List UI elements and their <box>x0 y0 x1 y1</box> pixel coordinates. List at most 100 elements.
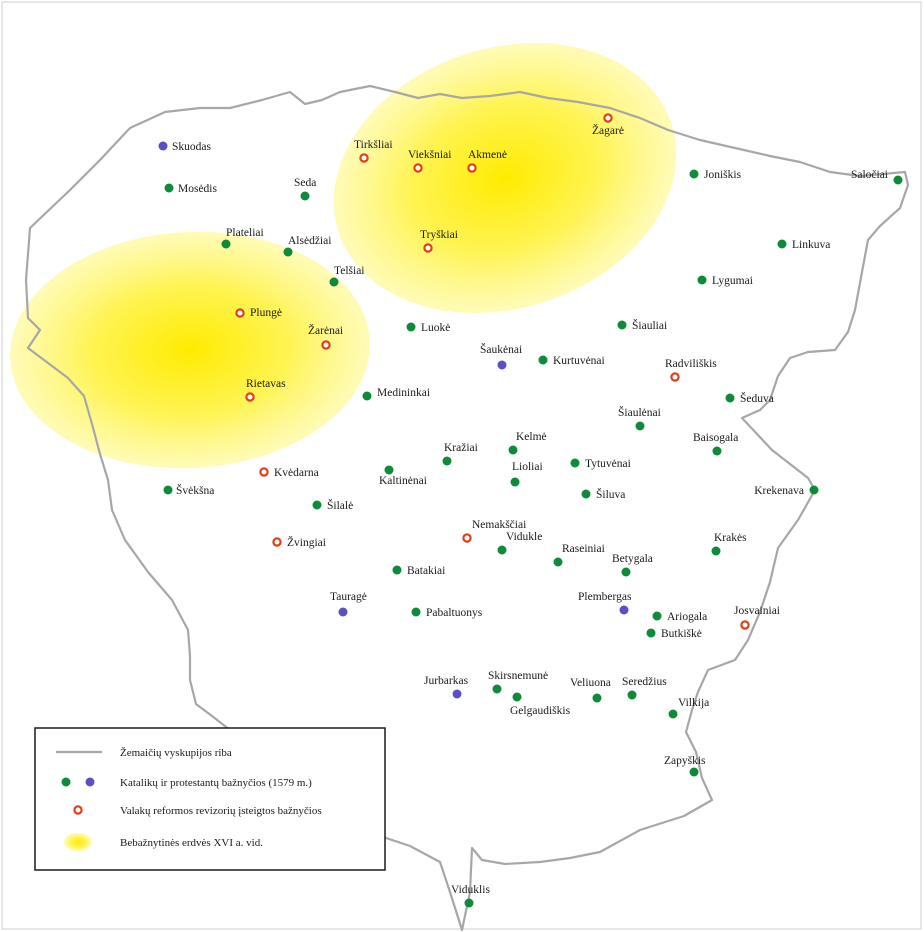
catholic-church-marker <box>668 709 678 719</box>
place-label: Raseiniai <box>562 543 605 555</box>
place-label: Viduklis <box>451 884 490 896</box>
place-label: Tryškiai <box>420 229 458 241</box>
place-seduva: Šeduva <box>725 391 774 405</box>
place-rietavas: Rietavas <box>245 378 286 402</box>
place-label: Vilkija <box>678 697 709 709</box>
catholic-church-marker <box>384 465 394 475</box>
place-luoke: Luokė <box>406 322 450 334</box>
place-label: Krekenava <box>754 485 804 497</box>
place-label: Luokė <box>421 322 450 334</box>
place-nemaksciai: Nemakščiai <box>462 519 526 543</box>
place-label: Krakės <box>714 532 747 544</box>
place-medininkai: Medininkai <box>362 387 430 401</box>
place-seredzius: Seredžius <box>622 676 667 700</box>
place-siauliai: Šiauliai <box>617 318 667 332</box>
place-label: Žvingiai <box>287 535 326 549</box>
catholic-church-marker <box>163 485 173 495</box>
place-label: Joniškis <box>704 169 742 181</box>
place-label: Baisogala <box>693 432 738 444</box>
place-seda: Seda <box>294 177 316 201</box>
place-zagare: Žagarė <box>592 113 624 137</box>
place-kurtuvenai: Kurtuvėnai <box>538 355 605 367</box>
place-label: Ariogala <box>667 611 707 623</box>
place-vilkija: Vilkija <box>668 697 709 719</box>
catholic-church-marker <box>392 565 402 575</box>
catholic-church-marker <box>497 545 507 555</box>
place-label: Šilalė <box>327 498 353 512</box>
place-label: Skirsnemunė <box>488 670 548 682</box>
place-plateliai: Plateliai <box>221 227 264 249</box>
place-zvingiai: Žvingiai <box>272 535 326 549</box>
catholic-church-marker <box>635 421 645 431</box>
place-gelgaudiskis: Gelgaudiškis <box>510 692 571 717</box>
place-label: Plungė <box>250 307 282 319</box>
place-kvedarna: Kvėdarna <box>259 467 319 479</box>
place-veliuona: Veliuona <box>570 677 611 703</box>
place-joniskis: Joniškis <box>689 169 742 181</box>
catholic-church-marker <box>300 191 310 201</box>
place-label: Kaltinėnai <box>379 475 427 487</box>
legend-zone-swatch <box>64 833 92 851</box>
catholic-church-marker <box>411 607 421 617</box>
place-label: Zapyškis <box>664 755 706 767</box>
place-label: Betygala <box>612 553 653 565</box>
catholic-church-marker <box>627 690 637 700</box>
place-mosedis: Mosėdis <box>164 183 218 195</box>
place-label: Rietavas <box>246 378 286 390</box>
place-label: Saločiai <box>851 169 888 181</box>
reform-church-marker <box>740 620 750 630</box>
reform-church-marker <box>235 308 245 318</box>
place-ariogala: Ariogala <box>652 611 707 623</box>
place-siluva: Šiluva <box>581 487 625 501</box>
place-label: Skuodas <box>172 141 212 153</box>
catholic-church-marker <box>221 239 231 249</box>
place-tytuvenai: Tytuvėnai <box>570 458 631 470</box>
place-label: Plembergas <box>578 591 632 603</box>
place-label: Žagarė <box>592 123 624 137</box>
place-label: Akmenė <box>468 149 507 161</box>
catholic-church-marker <box>512 692 522 702</box>
place-label: Žarėnai <box>308 323 343 337</box>
place-baisogala: Baisogala <box>693 432 738 456</box>
reform-church-marker <box>321 340 331 350</box>
place-label: Švėkšna <box>176 483 214 497</box>
place-label: Gelgaudiškis <box>510 705 571 717</box>
place-label: Kurtuvėnai <box>553 355 605 367</box>
catholic-church-marker <box>508 445 518 455</box>
place-label: Lygumai <box>712 275 753 287</box>
reform-church-marker <box>423 243 433 253</box>
place-label: Batakiai <box>407 565 445 577</box>
place-viduklis: Viduklis <box>451 884 490 908</box>
place-label: Medininkai <box>377 387 430 399</box>
protestant-church-marker <box>497 360 507 370</box>
catholic-church-marker <box>893 175 903 185</box>
legend-reform-ring <box>73 805 83 815</box>
catholic-church-marker <box>283 247 293 257</box>
place-telsiai: Telšiai <box>329 265 365 287</box>
place-raseiniai: Raseiniai <box>553 543 605 567</box>
catholic-church-marker <box>592 693 602 703</box>
reform-church-marker <box>259 467 269 477</box>
place-lygumai: Lygumai <box>697 275 753 287</box>
catholic-church-marker <box>689 767 699 777</box>
catholic-church-marker <box>621 567 631 577</box>
place-label: Tirkšliai <box>354 139 393 151</box>
legend-catholic-dot <box>61 777 71 787</box>
place-zarenai: Žarėnai <box>308 323 343 350</box>
catholic-church-marker <box>652 611 662 621</box>
catholic-church-marker <box>464 898 474 908</box>
place-label: Telšiai <box>334 265 365 277</box>
place-plunge: Plungė <box>235 307 282 319</box>
catholic-church-marker <box>581 489 591 499</box>
place-radviliskis: Radviliškis <box>665 358 717 382</box>
reform-church-marker <box>462 533 472 543</box>
place-label: Mosėdis <box>178 183 218 195</box>
place-vieksniai: Viekšniai <box>408 149 451 173</box>
reform-church-marker <box>413 163 423 173</box>
place-label: Šiaulėnai <box>618 405 661 419</box>
place-batakiai: Batakiai <box>392 565 445 577</box>
catholic-church-marker <box>712 446 722 456</box>
place-label: Butkiškė <box>661 628 702 640</box>
